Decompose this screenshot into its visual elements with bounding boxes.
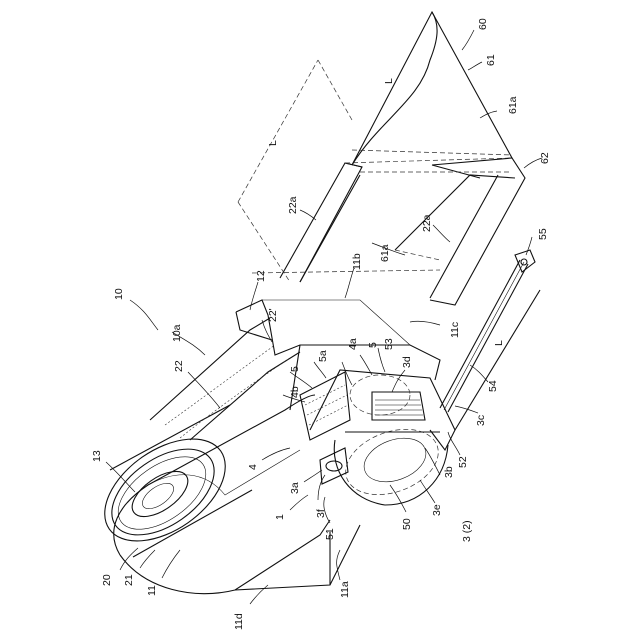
label-11d: 11d — [233, 613, 245, 630]
cutter-unit — [300, 370, 455, 507]
label-4b: 4b — [289, 386, 301, 398]
label-5-second: 5 — [289, 366, 301, 372]
label-55: 55 — [537, 228, 549, 240]
label-5: 5 — [367, 342, 379, 348]
label-L-rod: L — [493, 340, 505, 346]
label-53: 53 — [383, 338, 395, 350]
label-1: 1 — [274, 514, 286, 520]
label-54: 54 — [487, 380, 499, 392]
label-5a: 5a — [317, 350, 329, 362]
label-L-top: L — [383, 78, 395, 84]
label-13: 13 — [91, 450, 103, 462]
label-3e: 3e — [431, 504, 443, 516]
label-61a: 61a — [507, 96, 519, 114]
label-3a: 3a — [289, 482, 301, 494]
label-10: 10 — [113, 288, 125, 300]
left-sheet — [238, 60, 512, 282]
reference-labels: 10 10a 22 13 20 21 11 11d 11a 51 3f 1 3a… — [91, 18, 551, 630]
label-4: 4 — [247, 464, 259, 470]
label-11a: 11a — [339, 581, 351, 598]
label-3-2: 3 (2) — [461, 520, 473, 542]
label-L-left: L — [267, 140, 279, 146]
label-3d: 3d — [401, 356, 413, 368]
label-22a-lower: 22a — [421, 214, 433, 232]
label-62: 62 — [539, 152, 551, 164]
label-11c: 11c — [449, 322, 461, 338]
label-3b: 3b — [443, 466, 455, 478]
label-51: 51 — [324, 528, 336, 540]
label-10a: 10a — [171, 324, 183, 342]
label-22-prime: 22' — [267, 308, 279, 322]
label-22a-left: 22a — [287, 196, 299, 214]
label-50: 50 — [401, 518, 413, 530]
label-4a: 4a — [347, 338, 359, 350]
label-52: 52 — [457, 456, 469, 468]
label-60: 60 — [477, 18, 489, 30]
tape-roll — [86, 405, 252, 562]
label-11b: 11b — [351, 253, 363, 270]
label-11: 11 — [146, 585, 158, 596]
label-21: 21 — [123, 574, 135, 586]
label-3f: 3f — [315, 509, 327, 518]
label-3c: 3c — [475, 415, 487, 426]
label-22: 22 — [173, 360, 185, 372]
label-12: 12 — [255, 270, 267, 282]
label-61a-lower: 61a — [379, 244, 391, 262]
label-61: 61 — [485, 54, 497, 66]
rod — [440, 250, 540, 430]
label-20: 20 — [101, 574, 113, 586]
